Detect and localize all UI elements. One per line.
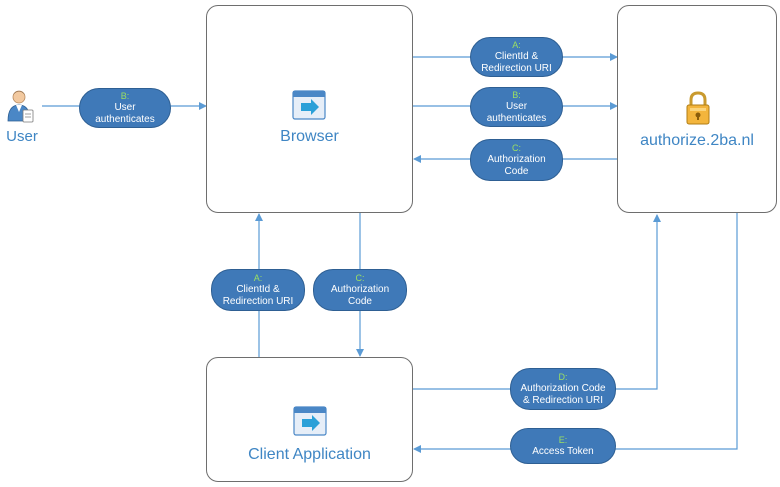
- flow-text: ClientId &Redirection URI: [222, 283, 294, 307]
- user-label: User: [6, 128, 38, 145]
- browser-window-icon: [292, 90, 326, 120]
- lock-icon: [686, 91, 710, 125]
- step-label: C:: [512, 142, 521, 153]
- arrow-client-to-auth-d: [412, 214, 661, 390]
- step-label: E:: [558, 434, 568, 445]
- flow-clientid-redirection-top: A: ClientId &Redirection URI: [470, 37, 563, 77]
- client-application-title: Client Application: [248, 446, 371, 463]
- flow-text: ClientId &Redirection URI: [481, 50, 552, 74]
- authorize-title: authorize.2ba.nl: [640, 132, 754, 149]
- client-application-node: Client Application: [206, 357, 413, 482]
- arrow-auth-to-client-e: [413, 212, 738, 453]
- user-icon: [7, 90, 34, 123]
- user-actor: [5, 88, 39, 128]
- flow-access-token: E: Access Token: [510, 428, 616, 464]
- browser-node: Browser: [206, 5, 413, 213]
- authorize-server-node: authorize.2ba.nl: [617, 5, 777, 213]
- flow-text: Authorization Code& Redirection URI: [520, 382, 606, 406]
- step-label: C:: [355, 272, 365, 283]
- step-label: A:: [512, 39, 521, 50]
- flow-text: Access Token: [532, 445, 594, 457]
- step-label: B:: [120, 90, 130, 101]
- flow-authcode-redirection: D: Authorization Code& Redirection URI: [510, 368, 616, 410]
- step-label: B:: [512, 89, 521, 100]
- step-label: D:: [558, 371, 568, 382]
- step-label: A:: [253, 272, 263, 283]
- application-window-icon: [293, 406, 327, 436]
- flow-clientid-redirection-mid: A: ClientId &Redirection URI: [211, 269, 305, 311]
- browser-title: Browser: [280, 128, 339, 145]
